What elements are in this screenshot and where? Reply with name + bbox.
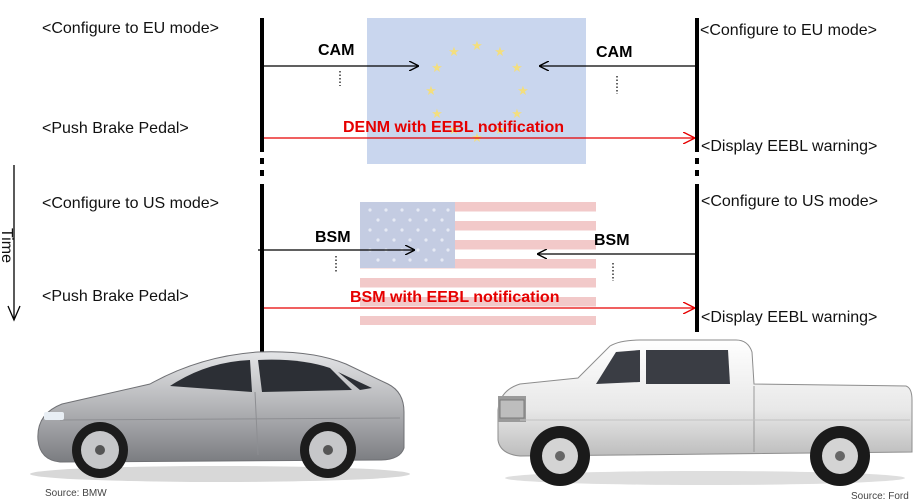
right-display-warning-us-label: <Display EEBL warning> <box>701 309 878 326</box>
svg-text:★: ★ <box>431 61 443 76</box>
left-configure-us-label: <Configure to US mode> <box>42 195 219 212</box>
right-display-warning-eu-label: <Display EEBL warning> <box>701 138 878 155</box>
time-axis-arrow <box>7 165 21 322</box>
us-flag-icon <box>360 202 596 325</box>
bsm-left-label: BSM <box>315 229 351 246</box>
denm-label: DENM with EEBL notification <box>343 119 565 136</box>
bsm-right-label: BSM <box>594 232 630 249</box>
source-right-label: Source: Ford <box>851 491 909 502</box>
cam-left-label: CAM <box>318 42 355 59</box>
left-configure-eu-label: <Configure to EU mode> <box>42 20 219 37</box>
cam-right-label: CAM <box>596 44 633 61</box>
svg-text:★: ★ <box>494 123 506 138</box>
time-label: Time <box>0 228 15 263</box>
source-left-label: Source: BMW <box>45 488 107 499</box>
bsm-eebl-label: BSM with EEBL notification <box>350 289 560 306</box>
pickup-truck-icon <box>497 339 913 486</box>
left-push-brake-us-label: <Push Brake Pedal> <box>42 288 189 305</box>
sedan-car-icon <box>30 351 410 482</box>
svg-text:★: ★ <box>448 123 460 138</box>
svg-text:★: ★ <box>471 39 483 54</box>
left-push-brake-eu-label: <Push Brake Pedal> <box>42 120 189 137</box>
eu-flag-icon: ★ ★ ★ ★ ★ ★ ★ ★ ★ ★ ★ ★ <box>367 18 586 164</box>
svg-text:★: ★ <box>511 61 523 76</box>
svg-text:★: ★ <box>511 107 523 122</box>
svg-text:★: ★ <box>517 84 529 99</box>
svg-text:★: ★ <box>431 107 443 122</box>
svg-text:★: ★ <box>425 84 437 99</box>
svg-text:★: ★ <box>448 45 460 60</box>
right-configure-eu-label: <Configure to EU mode> <box>700 22 877 39</box>
svg-text:★: ★ <box>494 45 506 60</box>
right-configure-us-label: <Configure to US mode> <box>701 193 878 210</box>
